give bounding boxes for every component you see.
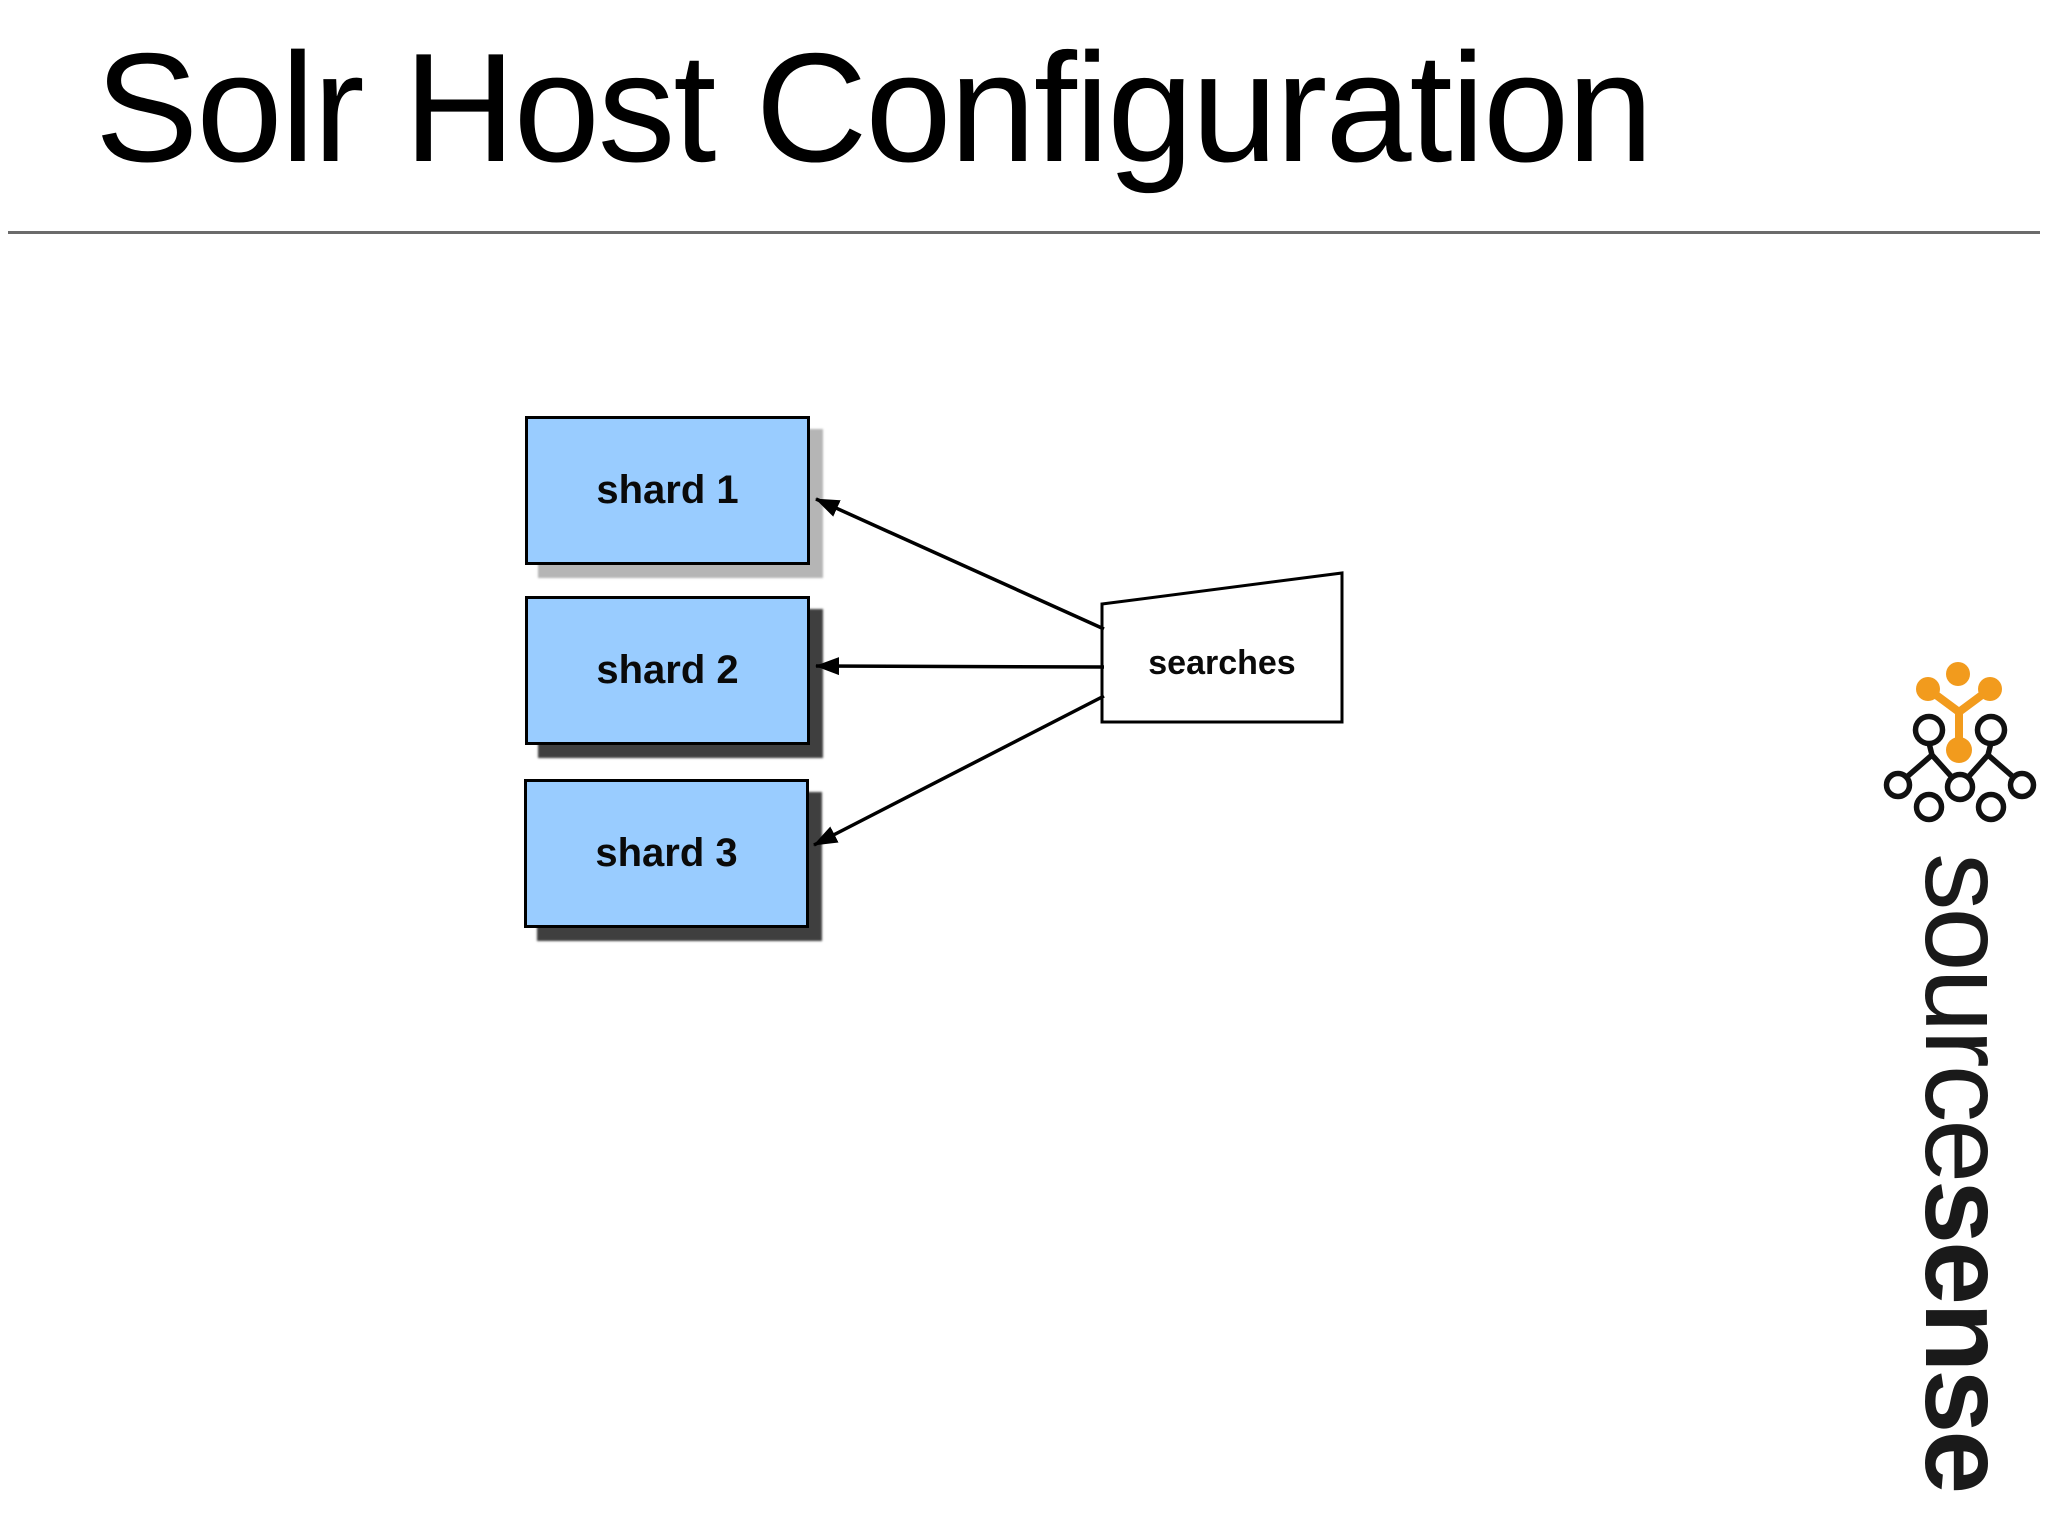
shard-3-label: shard 3 bbox=[595, 831, 738, 875]
shard-2-node: shard 2 bbox=[525, 596, 810, 745]
arrow-searches-to-shard2 bbox=[815, 657, 1105, 676]
shard-3-node: shard 3 bbox=[524, 779, 809, 928]
wordmark-source: source bbox=[1901, 853, 2029, 1181]
shard-1-node: shard 1 bbox=[525, 416, 810, 565]
sourcesense-icon bbox=[1883, 662, 2037, 823]
slide-title: Solr Host Configuration bbox=[95, 21, 1653, 194]
arrow-searches-to-shard1 bbox=[815, 497, 1105, 631]
title-divider bbox=[8, 231, 2040, 234]
searches-label: searches bbox=[1148, 643, 1296, 682]
arrow-searches-to-shard3 bbox=[813, 694, 1105, 847]
wordmark-sense: sense bbox=[1901, 1180, 2029, 1492]
sourcesense-wordmark: sourcesense bbox=[1901, 853, 2029, 1491]
shard-2-label: shard 2 bbox=[596, 648, 739, 692]
shard-1-label: shard 1 bbox=[596, 468, 739, 512]
